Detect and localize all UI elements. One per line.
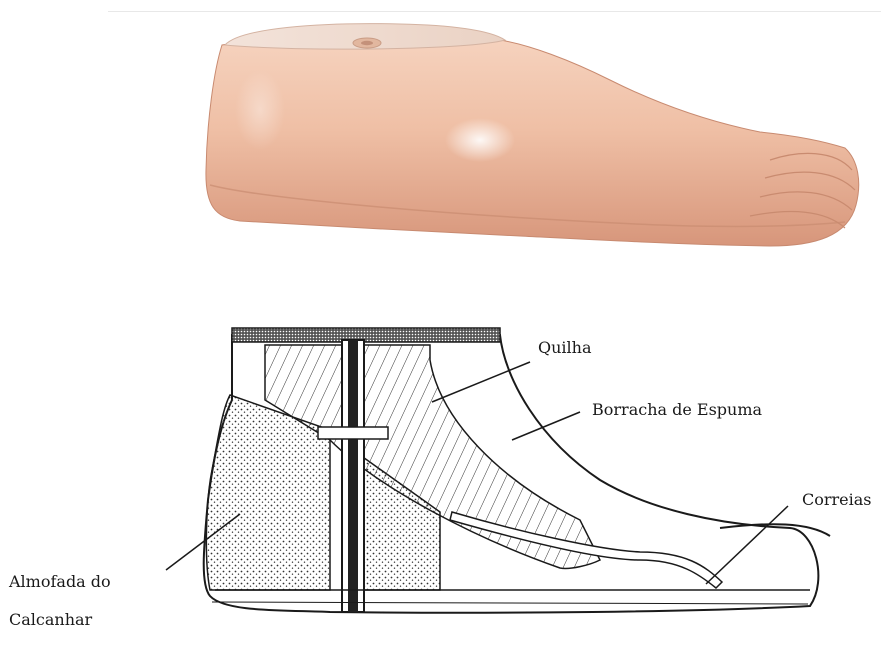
label-heel-cushion-line1: Almofada do bbox=[9, 572, 111, 591]
top-cap bbox=[232, 328, 500, 342]
label-heel-cushion-line2: Calcanhar bbox=[9, 610, 92, 629]
label-foam-rubber: Borracha de Espuma bbox=[592, 400, 762, 419]
prosthetic-foot-photo bbox=[0, 0, 881, 300]
label-keel: Quilha bbox=[538, 338, 592, 357]
label-straps: Correias bbox=[802, 490, 872, 509]
foot-cross-section-diagram bbox=[0, 300, 881, 649]
